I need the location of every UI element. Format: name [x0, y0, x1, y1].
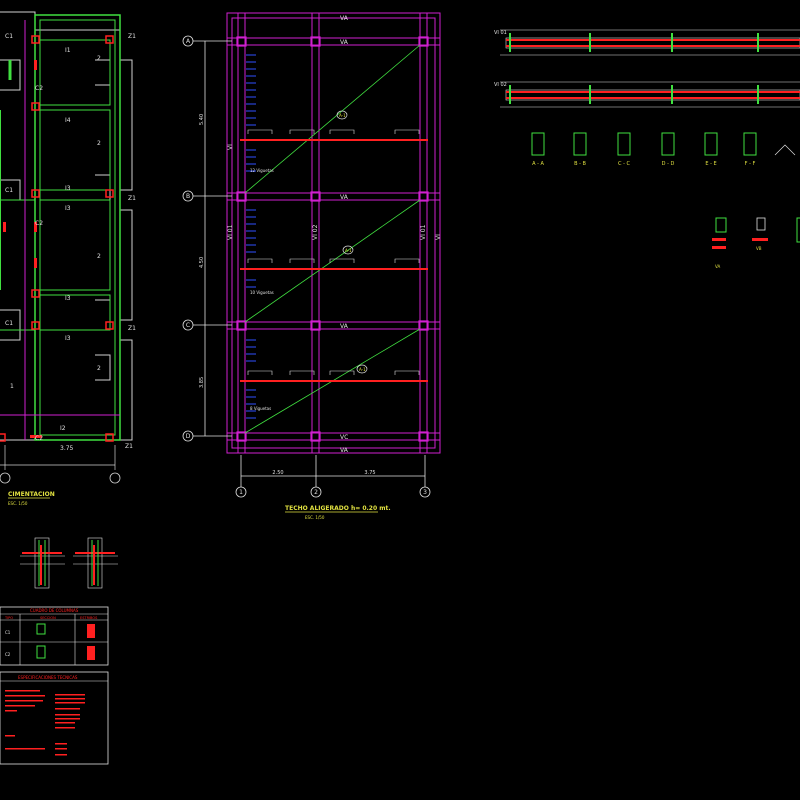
dim-v-2: 4.50: [199, 257, 205, 268]
axis-2: 2: [314, 489, 318, 496]
beam-elevations: VI 01 VI 02 A - A B - B C - C D - D E - …: [494, 29, 800, 269]
svg-text:VA: VA: [715, 264, 720, 269]
dim-h-1: 2.50: [272, 470, 283, 476]
foundation-scale: ESC. 1/50: [8, 501, 28, 506]
svg-text:C2: C2: [35, 220, 43, 227]
foundation-plan: C1 Z1 Z1 Z1 Z1 C1 C1 C2 C2 C2 I1 I4 I3 I…: [0, 11, 136, 506]
wall-footing: [34, 14, 121, 441]
col-head-stirrups: ESTRIBOS: [80, 616, 98, 620]
svg-text:Z1: Z1: [125, 443, 133, 450]
beam-side-3: VI 01: [420, 224, 427, 240]
beam-label-top: VA: [340, 15, 349, 22]
svg-text:Z1: Z1: [128, 195, 136, 202]
svg-text:I3: I3: [65, 185, 71, 192]
foundation-dim-bottom: 3.75: [60, 445, 74, 452]
svg-text:I3: I3: [65, 335, 71, 342]
dim-v-1: 5.40: [199, 114, 205, 125]
svg-text:2: 2: [97, 253, 101, 260]
beam-elev-label-1: VI 01: [494, 30, 507, 36]
axis-d: D: [186, 433, 191, 440]
svg-text:VI: VI: [227, 144, 234, 150]
axis-3: 3: [423, 489, 427, 496]
svg-text:C1: C1: [5, 187, 13, 194]
dim-v-3: 3.85: [199, 377, 205, 388]
label-z1-a: Z1: [128, 33, 136, 40]
axis-c: C: [186, 322, 190, 329]
svg-text:C2: C2: [35, 85, 43, 92]
col-row-c2: C2: [5, 652, 11, 657]
roof-title: TECHO ALIGERADO h= 0.20 mt.: [285, 505, 391, 512]
beam-label-a: VA: [340, 39, 349, 46]
beam-label-c: VA: [340, 323, 349, 330]
column-markers: [0, 35, 114, 442]
columns-table: CUADRO DE COLUMNAS TIPO SECCION ESTRIBOS…: [0, 606, 109, 666]
column-details: [20, 537, 118, 589]
svg-text:Z1: Z1: [128, 325, 136, 332]
section-f: F - F: [745, 161, 756, 167]
svg-text:VI: VI: [435, 234, 442, 240]
section-e: E - E: [705, 161, 716, 167]
bay-note-2: 10 Viguetas: [250, 290, 274, 295]
col-head-section: SECCION: [40, 616, 56, 620]
axis-b: B: [186, 193, 190, 200]
beam-elev-label-2: VI 02: [494, 82, 507, 88]
specs-table: ESPECIFICACIONES TECNICAS: [0, 671, 109, 765]
roof-slab-plan: A-1 A-1 A-1 VA VA VA VA VC VA VI 01 VI 0…: [182, 12, 442, 520]
svg-text:C2: C2: [35, 435, 43, 442]
svg-text:I3: I3: [65, 295, 71, 302]
bay-note-3: 8 Viguetas: [250, 406, 271, 411]
section-c: C - C: [618, 161, 630, 167]
svg-text:1: 1: [10, 383, 14, 390]
axis-1: 1: [239, 489, 243, 496]
dim-h-2: 3.75: [364, 470, 375, 476]
specs-title: ESPECIFICACIONES TECNICAS: [18, 675, 78, 680]
col-row-c1: C1: [5, 630, 11, 635]
roof-scale: ESC. 1/50: [305, 515, 325, 520]
columns-table-title: CUADRO DE COLUMNAS: [30, 608, 79, 613]
svg-text:C1: C1: [5, 33, 13, 40]
svg-text:2: 2: [97, 365, 101, 372]
svg-text:I2: I2: [60, 425, 66, 432]
foundation-title: CIMENTACION: [8, 491, 55, 498]
axis-a: A: [186, 38, 191, 45]
bay-note-1: 12 Viguetas: [250, 168, 274, 173]
section-b: B - B: [574, 161, 586, 167]
svg-text:C1: C1: [5, 320, 13, 327]
svg-text:2: 2: [97, 140, 101, 147]
slab-tag-3: A-1: [359, 367, 366, 372]
beam-label-b: VA: [340, 194, 349, 201]
svg-text:2: 2: [97, 55, 101, 62]
svg-text:I3: I3: [65, 205, 71, 212]
beam-side-2: VI 02: [312, 224, 319, 240]
beam-label-d: VC: [340, 434, 348, 441]
slab-tag-2: A-1: [345, 248, 352, 253]
section-a: A - A: [532, 161, 544, 167]
svg-text:VB: VB: [756, 246, 762, 251]
slab-tag-1: A-1: [339, 113, 346, 118]
col-head-type: TIPO: [4, 616, 13, 620]
beam-side-1: VI 01: [227, 224, 234, 240]
section-d: D - D: [662, 161, 675, 167]
svg-text:I1: I1: [65, 47, 71, 54]
svg-text:I4: I4: [65, 117, 71, 124]
beam-label-bottom: VA: [340, 447, 349, 454]
